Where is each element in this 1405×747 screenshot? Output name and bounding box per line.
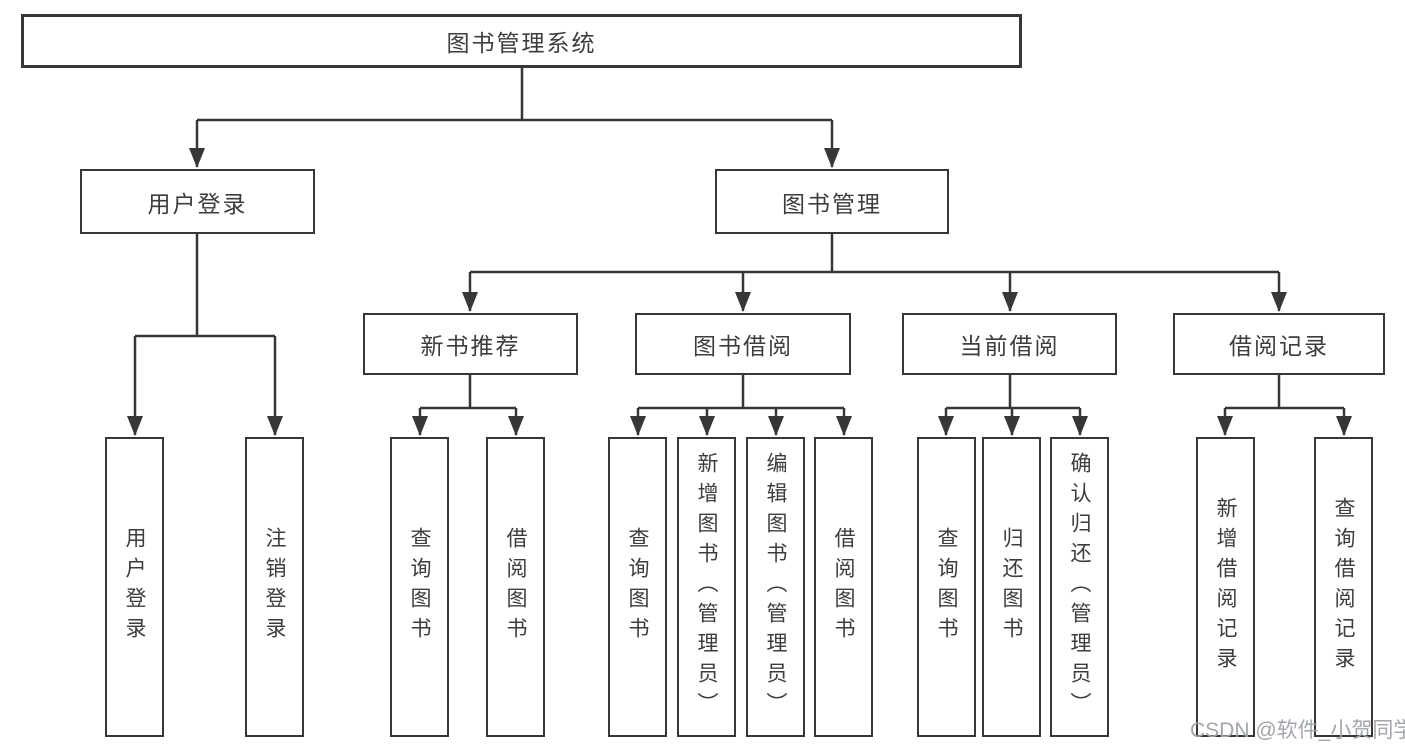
leaf-borrow-books-borrowing: 借阅图书 xyxy=(814,437,873,737)
leaf-query-books-borrowing: 查询图书 xyxy=(608,437,667,737)
leaf-user-login: 用户登录 xyxy=(105,437,164,737)
leaf-query-books-current: 查询图书 xyxy=(917,437,976,737)
connector-arrows xyxy=(127,120,1353,437)
node-new-book-recommend: 新书推荐 xyxy=(363,313,578,375)
node-book-management: 图书管理 xyxy=(715,169,949,234)
leaf-add-books-admin: 新增图书（管理员） xyxy=(677,437,736,737)
leaf-query-borrow-record: 查询借阅记录 xyxy=(1314,437,1373,737)
connector-trunk-lines xyxy=(135,68,1344,410)
leaf-query-books-recommend: 查询图书 xyxy=(390,437,449,737)
node-user-login: 用户登录 xyxy=(80,169,315,234)
csdn-watermark: CSDN @软件_小贺同学 xyxy=(1190,719,1405,742)
node-library-system: 图书管理系统 xyxy=(21,14,1022,68)
node-borrowing-records: 借阅记录 xyxy=(1173,313,1385,375)
leaf-add-borrow-record: 新增借阅记录 xyxy=(1196,437,1255,737)
node-book-borrowing: 图书借阅 xyxy=(635,313,851,375)
leaf-edit-books-admin: 编辑图书（管理员） xyxy=(746,437,805,737)
leaf-confirm-return-admin: 确认归还（管理员） xyxy=(1050,437,1109,737)
leaf-borrow-books-recommend: 借阅图书 xyxy=(486,437,545,737)
node-current-borrowing: 当前借阅 xyxy=(902,313,1117,375)
leaf-return-books: 归还图书 xyxy=(982,437,1041,737)
leaf-logout: 注销登录 xyxy=(245,437,304,737)
